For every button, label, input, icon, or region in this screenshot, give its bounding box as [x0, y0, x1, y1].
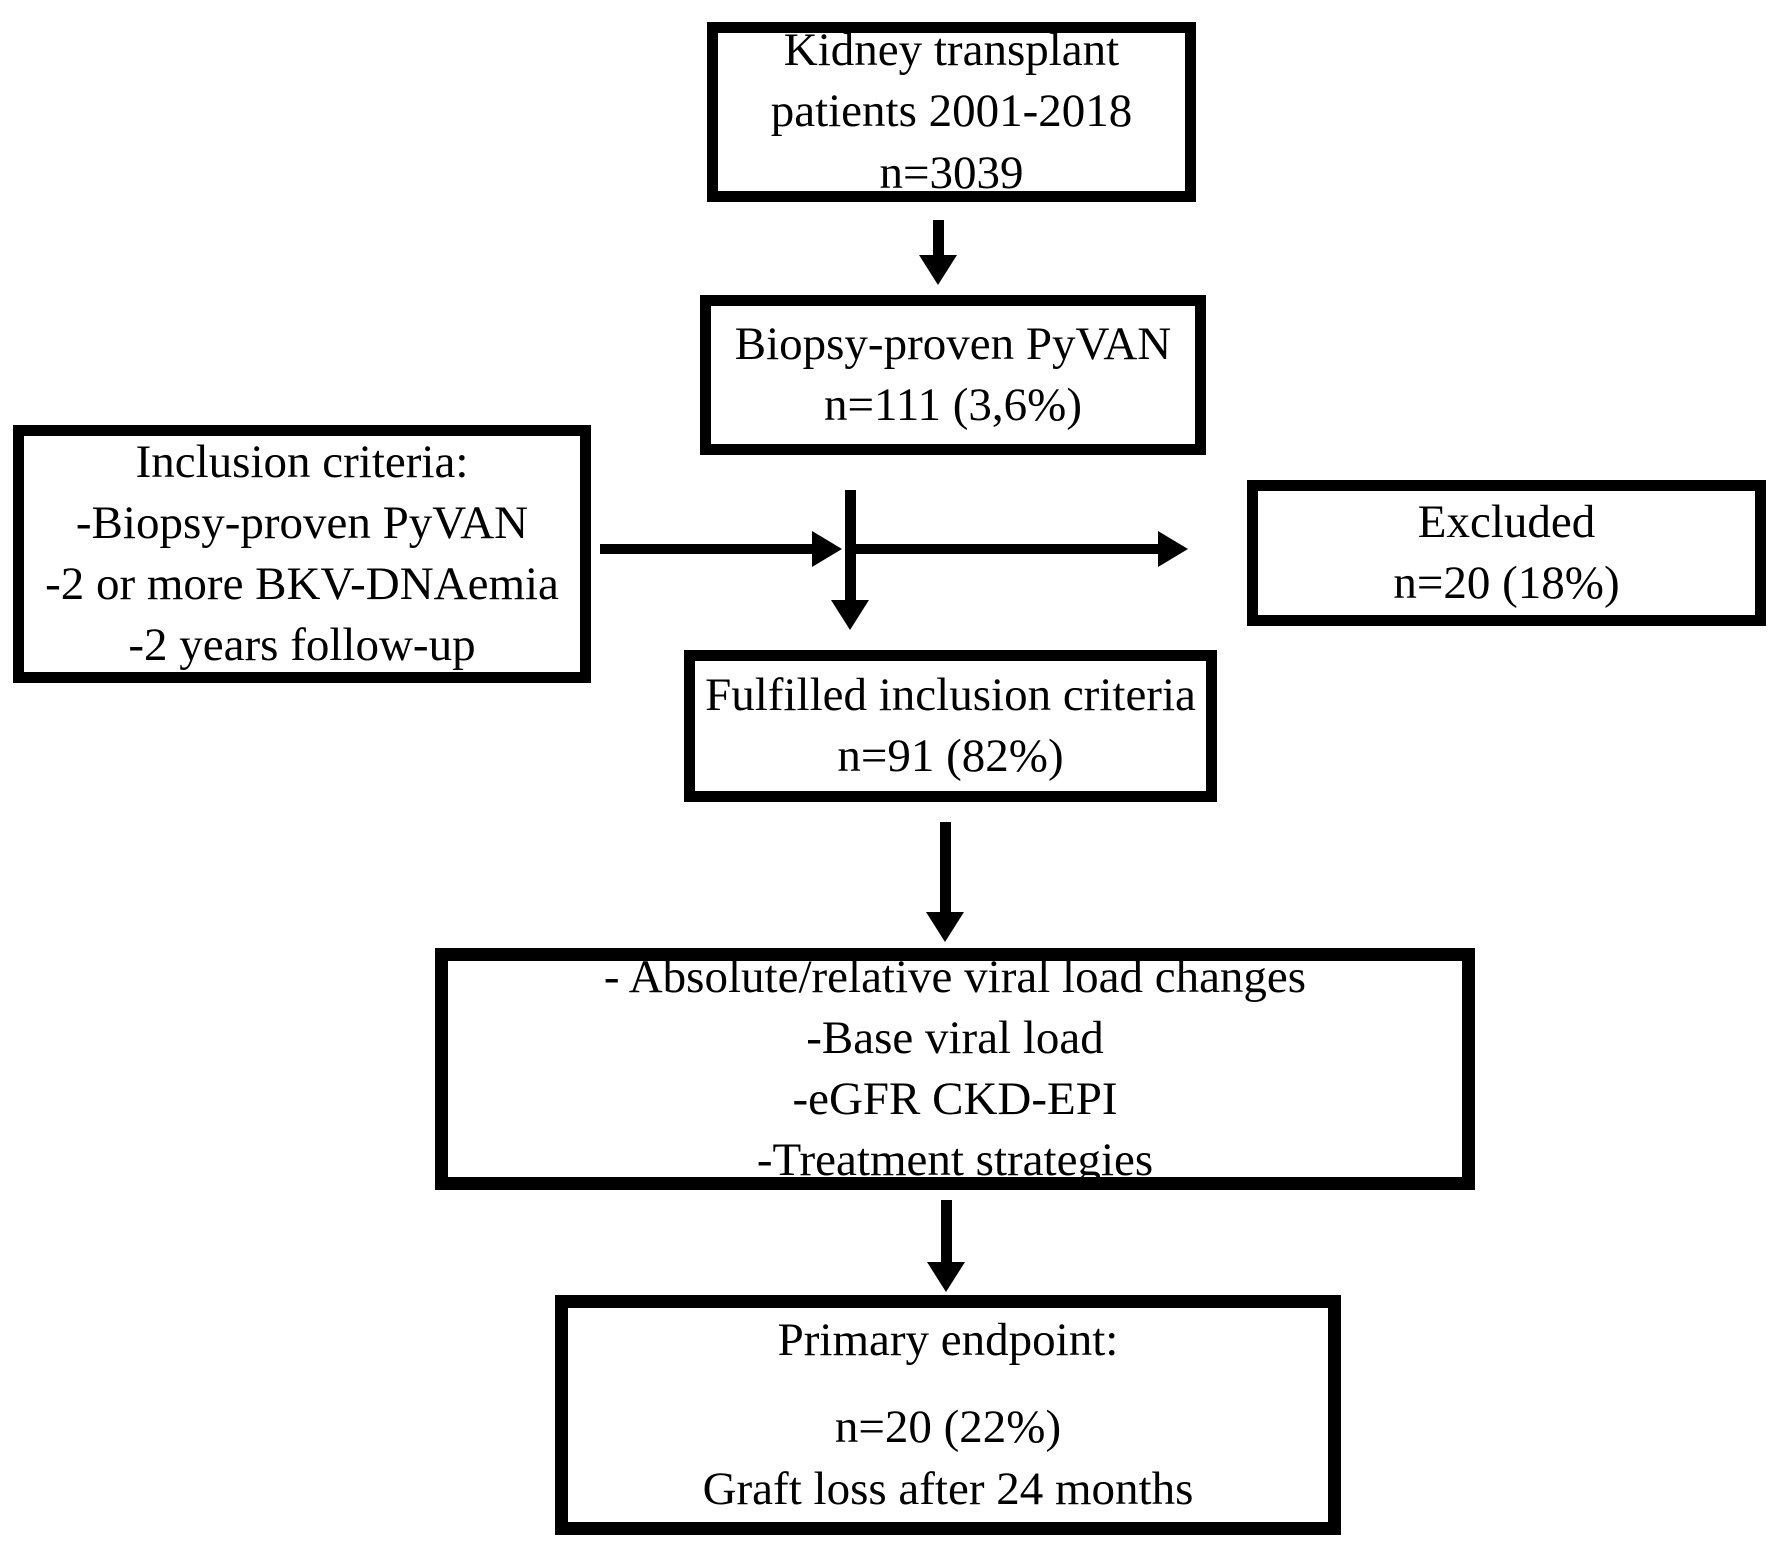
connector-fulfilled-to-analysis-arrowhead-icon	[926, 912, 964, 942]
node-inclusion-line-1: Inclusion criteria:	[135, 435, 469, 488]
connector-analysis-to-endpoint-line	[941, 1200, 952, 1268]
connector-cohort-to-pyvan-line	[933, 220, 944, 262]
node-endpoint-line-2: n=20 (22%)	[834, 1401, 1062, 1454]
node-fulfilled-line-1: Fulfilled inclusion criteria	[705, 668, 1196, 721]
connector-inclusion-to-junction-line	[600, 544, 818, 554]
connector-junction-to-excluded-arrowhead-icon	[1158, 531, 1188, 567]
connector-cohort-to-pyvan-arrowhead-icon	[919, 255, 957, 285]
node-analysis-line-1: - Absolute/relative viral load changes	[603, 950, 1307, 1003]
node-cohort-line-2: patients 2001-2018	[770, 85, 1133, 138]
connector-junction-to-excluded-line	[856, 544, 1162, 554]
node-kidney-transplant-cohort: Kidney transplant patients 2001-2018 n=3…	[707, 22, 1196, 202]
node-pyvan-line-2: n=111 (3,6%)	[824, 379, 1082, 431]
node-fulfilled-inclusion-criteria: Fulfilled inclusion criteria n=91 (82%)	[684, 650, 1217, 802]
node-endpoint-line-1: Primary endpoint:	[777, 1314, 1119, 1367]
connector-inclusion-to-junction-arrowhead-icon	[812, 531, 842, 567]
connector-fulfilled-to-analysis-line	[940, 822, 951, 920]
connector-analysis-to-endpoint-arrowhead-icon	[927, 1262, 965, 1292]
node-analysis-line-3: -eGFR CKD-EPI	[792, 1073, 1118, 1125]
node-excluded-line-1: Excluded	[1417, 495, 1596, 548]
node-inclusion-line-4: -2 years follow-up	[128, 619, 476, 672]
node-inclusion-line-3: -2 or more BKV-DNAemia	[45, 558, 559, 610]
node-inclusion-criteria: Inclusion criteria: -Biopsy-proven PyVAN…	[13, 425, 591, 683]
node-endpoint-line-3: Graft loss after 24 months	[702, 1462, 1194, 1515]
node-pyvan-line-1: Biopsy-proven PyVAN	[734, 317, 1172, 370]
connector-pyvan-to-fulfilled-line	[845, 490, 856, 606]
node-primary-endpoint: Primary endpoint: n=20 (22%) Graft loss …	[555, 1295, 1341, 1535]
connector-pyvan-to-fulfilled-arrowhead-icon	[831, 600, 869, 630]
node-analysis-variables: - Absolute/relative viral load changes -…	[435, 948, 1475, 1190]
node-cohort-line-1: Kidney transplant	[783, 24, 1120, 77]
node-cohort-line-3: n=3039	[879, 146, 1024, 199]
node-excluded: Excluded n=20 (18%)	[1247, 480, 1766, 626]
node-fulfilled-line-2: n=91 (82%)	[837, 730, 1064, 782]
node-analysis-line-2: -Base viral load	[806, 1011, 1104, 1064]
node-analysis-line-4: -Treatment strategies	[756, 1134, 1154, 1187]
node-excluded-line-2: n=20 (18%)	[1393, 557, 1620, 609]
node-inclusion-line-2: -Biopsy-proven PyVAN	[75, 496, 529, 549]
node-biopsy-proven-pyvan: Biopsy-proven PyVAN n=111 (3,6%)	[700, 295, 1206, 455]
